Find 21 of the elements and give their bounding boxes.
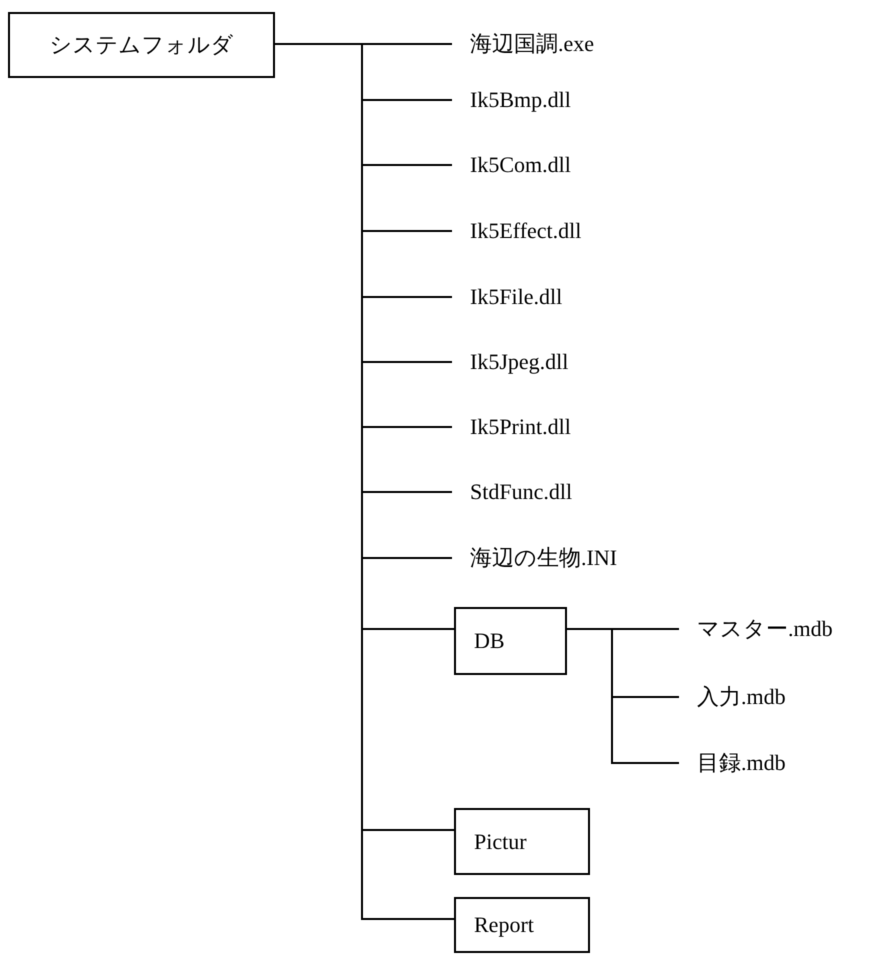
folder-box bbox=[454, 808, 590, 875]
file-name: マスター.mdb bbox=[679, 612, 869, 646]
file-name: 入力.mdb bbox=[679, 680, 869, 714]
folder-box bbox=[454, 897, 590, 953]
folder-name: Pictur bbox=[474, 828, 527, 854]
folder-name: Report bbox=[474, 912, 534, 938]
folder-name: システムフォルダ bbox=[50, 32, 234, 60]
file-name: Ik5Com.dll bbox=[452, 148, 652, 182]
file-name: Ik5Bmp.dll bbox=[452, 83, 652, 117]
folder-box bbox=[454, 607, 567, 675]
file-name: Ik5Print.dll bbox=[452, 410, 652, 444]
folder-box bbox=[8, 12, 275, 78]
file-name: 海辺の生物.INI bbox=[452, 541, 652, 575]
file-name: Ik5Effect.dll bbox=[452, 214, 652, 248]
file-name: Ik5Jpeg.dll bbox=[452, 345, 652, 379]
connector-line bbox=[567, 628, 679, 764]
file-name: 海辺国調.exe bbox=[452, 27, 652, 61]
file-name: StdFunc.dll bbox=[452, 475, 652, 509]
file-name: Ik5File.dll bbox=[452, 280, 652, 314]
folder-name: DB bbox=[474, 628, 505, 654]
file-name: 目録.mdb bbox=[679, 746, 869, 780]
